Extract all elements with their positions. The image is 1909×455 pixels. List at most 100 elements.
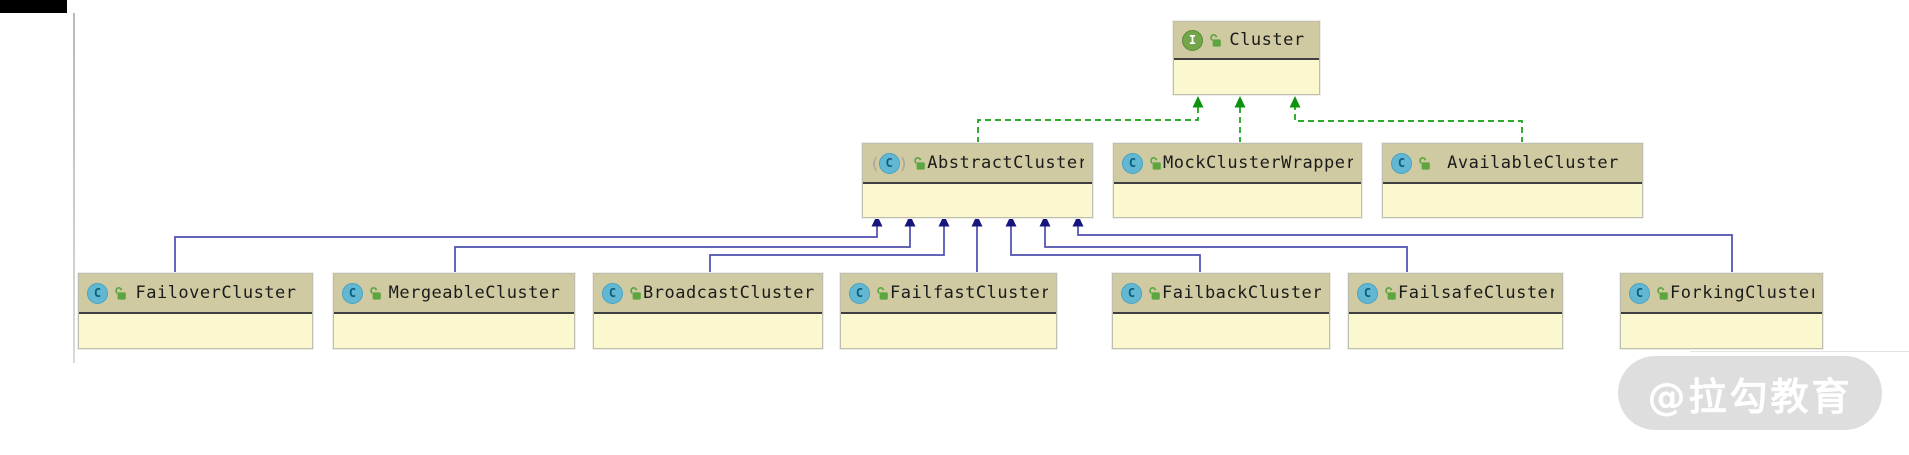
class-node-failsafe-cluster[interactable]: C FailsafeCluster <box>1348 273 1563 349</box>
arrowhead-icon <box>904 215 916 227</box>
node-icons: C <box>1122 152 1163 174</box>
panel-edge-line <box>1690 351 1909 352</box>
class-node-header[interactable]: C FailoverCluster <box>79 274 312 314</box>
class-icon: C <box>1122 152 1143 174</box>
class-node-failfast-cluster[interactable]: C FailfastCluster <box>840 273 1057 349</box>
node-icons: C <box>342 282 383 304</box>
lock-icon <box>1150 156 1161 170</box>
lock-icon <box>115 286 126 300</box>
class-name-label: AbstractCluster <box>927 153 1084 173</box>
interface-icon: I <box>1182 29 1203 51</box>
class-node-body[interactable] <box>1621 314 1822 346</box>
watermark-text: @拉勾教育 <box>1647 374 1853 419</box>
lock-icon <box>630 286 641 300</box>
class-name-label: FailoverCluster <box>135 283 297 303</box>
class-icon: C <box>1629 282 1650 304</box>
class-icon: C <box>878 152 900 174</box>
node-icons: C <box>87 282 128 304</box>
class-icon: C <box>87 282 108 304</box>
class-icon: C <box>849 282 870 304</box>
lock-icon <box>1149 286 1160 300</box>
arrowhead-icon <box>871 215 883 227</box>
class-name-label: Cluster <box>1229 30 1305 50</box>
inheritance-edge <box>1072 215 1733 273</box>
class-node-body[interactable] <box>841 314 1056 346</box>
class-node-body[interactable] <box>863 184 1092 215</box>
lock-icon <box>877 286 888 300</box>
class-node-header[interactable]: C AvailableCluster <box>1383 144 1642 184</box>
watermark-badge: @拉勾教育 <box>1618 356 1882 430</box>
class-node-header[interactable]: C ForkingCluster <box>1621 274 1822 314</box>
arrowhead-icon <box>1072 215 1084 227</box>
class-node-header[interactable]: C FailsafeCluster <box>1349 274 1562 314</box>
class-node-header[interactable]: I Cluster <box>1174 22 1319 60</box>
inheritance-edge <box>971 215 983 273</box>
class-node-header[interactable]: C FailfastCluster <box>841 274 1056 314</box>
arrowhead-icon <box>1005 215 1017 227</box>
class-name-label: ForkingCluster <box>1670 283 1814 303</box>
class-node-header[interactable]: C MergeableCluster <box>334 274 574 314</box>
class-name-label: AvailableCluster <box>1447 153 1619 173</box>
class-name-label: MergeableCluster <box>388 283 561 303</box>
class-node-cluster[interactable]: I Cluster <box>1173 21 1320 95</box>
abstract-class-icon: ( <box>870 153 880 173</box>
class-name-label: MockClusterWrapper <box>1163 153 1353 173</box>
arrowhead-icon <box>1039 215 1051 227</box>
inheritance-edge <box>709 215 950 273</box>
class-node-failover-cluster[interactable]: C FailoverCluster <box>78 273 313 349</box>
class-icon: C <box>1357 282 1378 304</box>
class-node-body[interactable] <box>1114 184 1361 215</box>
class-node-header[interactable]: C BroadcastCluster <box>594 274 822 314</box>
class-node-header[interactable]: C MockClusterWrapper <box>1114 144 1361 184</box>
node-icons: C <box>1357 282 1398 304</box>
class-icon: C <box>1391 152 1412 174</box>
class-icon: C <box>602 282 623 304</box>
class-name-label: FailsafeCluster <box>1398 283 1554 303</box>
class-node-broadcast-cluster[interactable]: C BroadcastCluster <box>593 273 823 349</box>
class-node-body[interactable] <box>1383 184 1642 215</box>
lock-icon <box>1657 286 1668 300</box>
inheritance-edge <box>174 215 883 273</box>
arrowhead-icon <box>1192 96 1204 108</box>
lock-icon <box>914 156 926 170</box>
arrowhead-icon <box>971 215 983 227</box>
class-node-mock-cluster-wrapper[interactable]: C MockClusterWrapper <box>1113 143 1362 218</box>
class-icon: C <box>342 282 363 304</box>
node-icons: C <box>1121 282 1162 304</box>
node-icons: C <box>1629 282 1670 304</box>
class-node-available-cluster[interactable]: C AvailableCluster <box>1382 143 1643 218</box>
node-icons: C <box>849 282 890 304</box>
lock-icon <box>1419 156 1430 170</box>
panel-left-divider <box>73 13 75 363</box>
lock-icon <box>1210 33 1221 47</box>
class-node-body[interactable] <box>1113 314 1329 346</box>
arrowhead-icon <box>938 215 950 227</box>
node-icons: C <box>602 282 643 304</box>
class-name-label: FailfastCluster <box>890 283 1048 303</box>
class-node-header[interactable]: (C)AbstractCluster <box>863 144 1092 184</box>
class-name-label: BroadcastCluster <box>643 283 814 303</box>
class-node-body[interactable] <box>594 314 822 346</box>
class-node-abstract-cluster[interactable]: (C)AbstractCluster <box>862 143 1093 218</box>
inheritance-edge <box>454 215 916 273</box>
node-icons: (C) <box>870 152 927 174</box>
class-node-body[interactable] <box>1349 314 1562 346</box>
class-node-body[interactable] <box>1174 60 1319 92</box>
window-corner-black-bar <box>0 0 67 13</box>
class-node-forking-cluster[interactable]: C ForkingCluster <box>1620 273 1823 349</box>
realization-edge <box>1289 96 1523 143</box>
class-icon: C <box>1121 282 1142 304</box>
node-icons: I <box>1182 29 1223 51</box>
arrowhead-icon <box>1234 96 1246 108</box>
inheritance-edge <box>1039 215 1408 273</box>
class-node-body[interactable] <box>334 314 574 346</box>
inheritance-edge <box>1005 215 1201 273</box>
lock-icon <box>370 286 381 300</box>
class-node-body[interactable] <box>79 314 312 346</box>
arrowhead-icon <box>1289 96 1301 108</box>
class-node-mergeable-cluster[interactable]: C MergeableCluster <box>333 273 575 349</box>
realization-edge <box>977 96 1204 143</box>
